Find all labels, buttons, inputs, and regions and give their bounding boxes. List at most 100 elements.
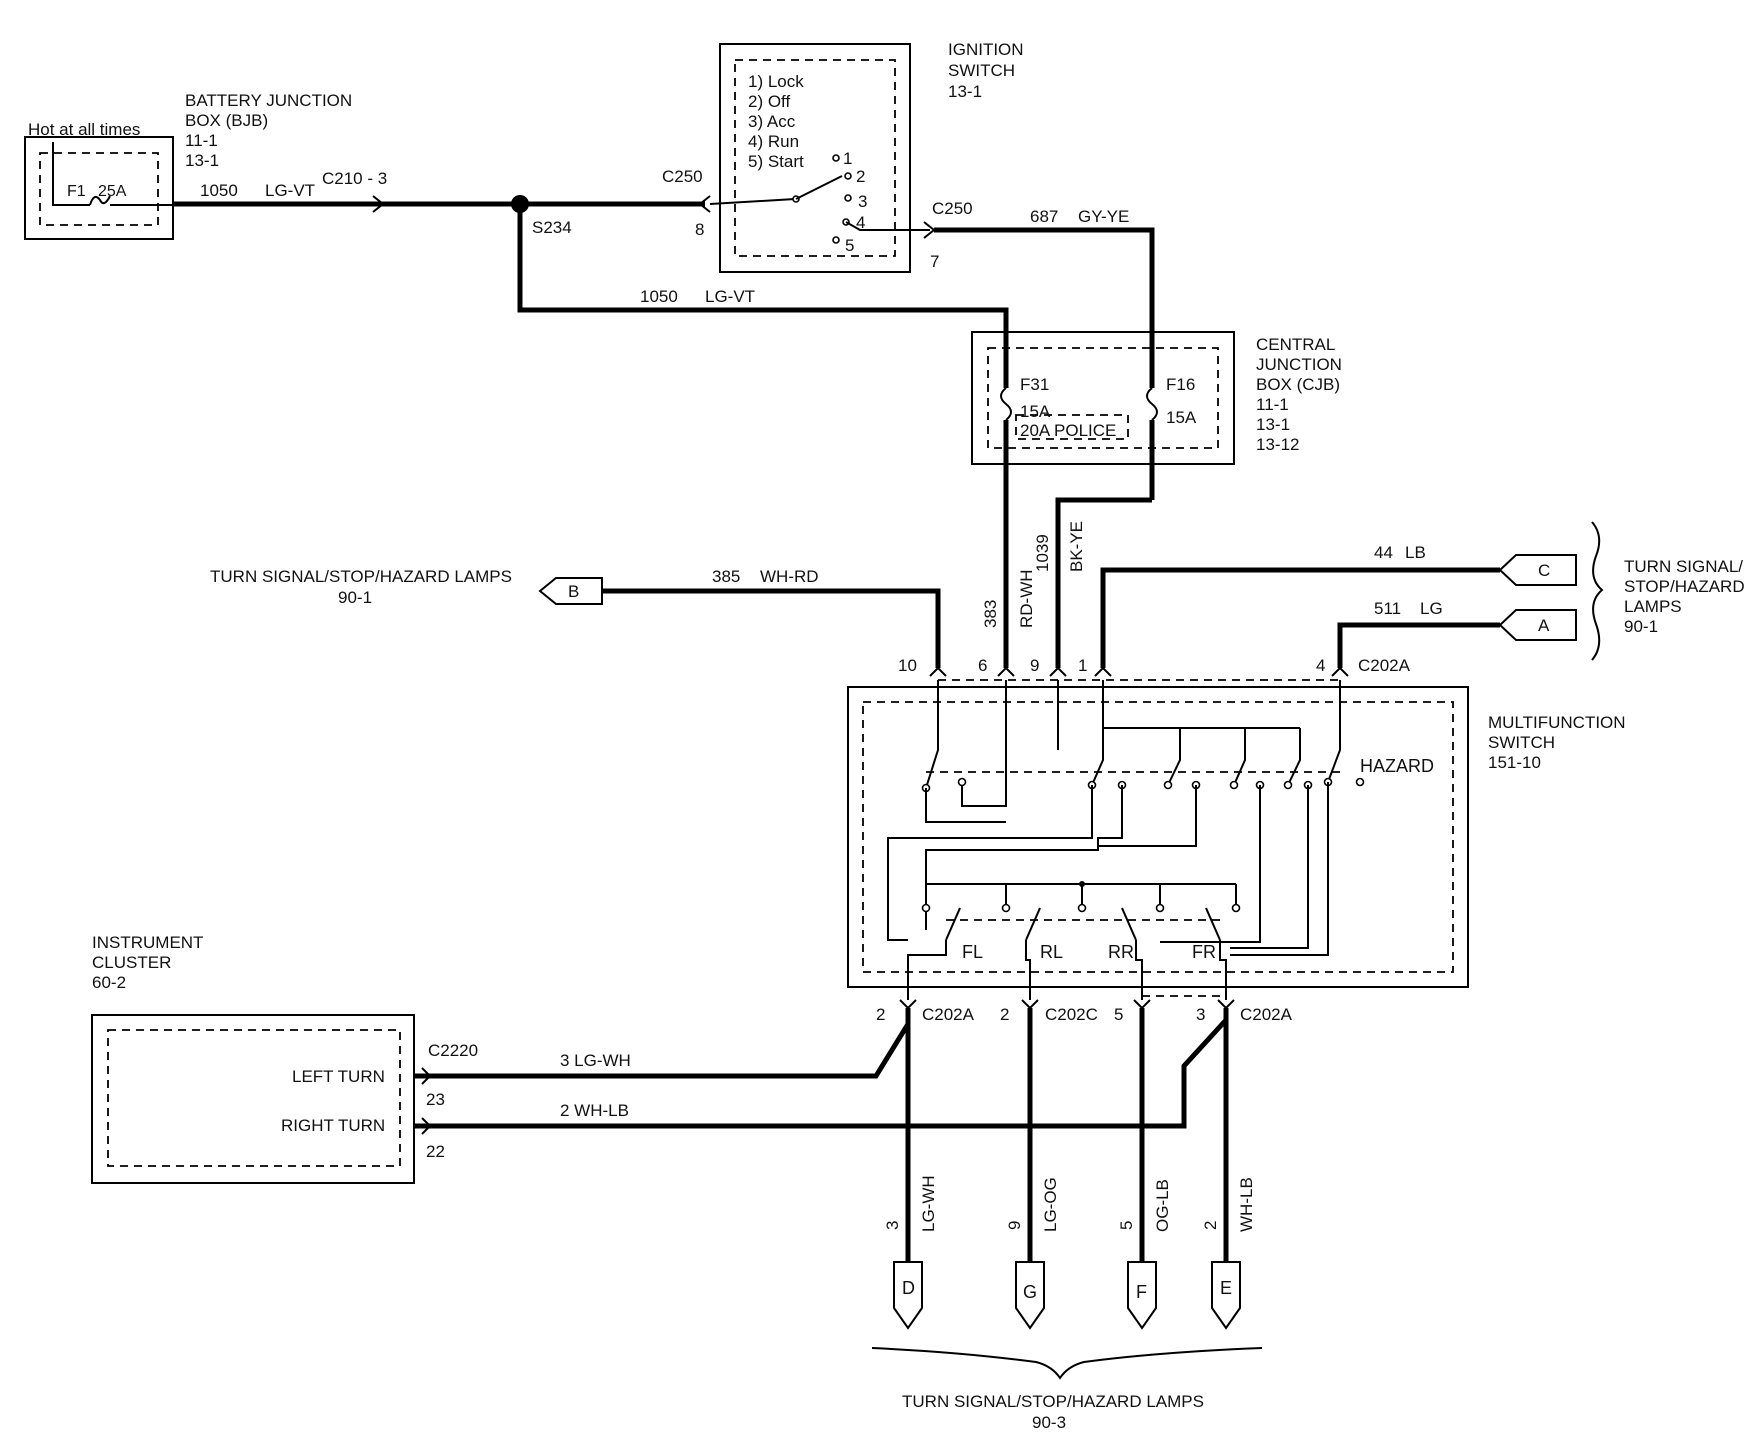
ignition-internal-feed [709,198,796,205]
ignition-outline [719,43,911,273]
mfs-inner-outline [862,701,1454,973]
connector-c210-label: C210 - 3 [322,169,387,188]
mfs-bottom-connectors: 2 C202A 2 C202C 5 3 C202A [876,995,1293,1024]
central-junction-box: F31 15A 20A POLICE F16 15A CENTRAL JUNCT… [971,331,1342,500]
wire-1050-lower-path [517,204,1009,375]
offpage-connector-d [893,1261,923,1330]
wire-g-color-label: LG-OG [1041,1177,1060,1232]
cluster-wires: 3 LG-WH 2 WH-LB [414,1018,1228,1129]
wire-e-color-label: WH-LB [1237,1177,1256,1232]
mfs-contact-g [1229,780,1239,790]
mfs-title-line1: MULTIFUNCTION [1488,713,1626,732]
connector-c202a-top-label: C202A [1358,656,1411,675]
mfs-ref: 151-10 [1488,753,1541,772]
ignition-inner-outline [734,59,896,257]
ignition-pos-acc: 3) Acc [748,112,796,131]
mfs-contact-i [1283,780,1293,790]
mfs-pin10-blade [925,680,939,789]
cluster-left-turn-label: LEFT TURN [292,1067,385,1086]
wire-44-lb [1100,567,1500,668]
fuse-f31-name: F31 [1020,375,1049,394]
mfs-contact-e [1163,780,1173,790]
wire-1039-bk-ye [1055,497,1152,668]
wires-bottom-outputs: 3 LG-WH 9 LG-OG 5 OG-LB 2 WH-LB [883,1008,1256,1262]
pin-9-label: 9 [1030,656,1039,675]
hazard-blade-1 [1091,728,1104,786]
cjb-ref1: 11-1 [1256,395,1289,414]
fuse-f1-name: F1 [67,183,86,200]
cjb-title-line3: BOX (CJB) [1256,375,1340,394]
ignition-contact-5 [832,236,840,244]
ignition-contact-2-label: 2 [856,167,865,186]
hazard-blade-4 [1287,728,1301,786]
mfs-route-a [925,788,1006,823]
offpage-connector-g [1015,1261,1045,1330]
cjb-outline [971,331,1235,465]
cluster-pin-23-label: 23 [426,1090,445,1109]
wires-right-group: C A 44 LB 511 LG TURN SIGNAL/ STOP/HAZAR… [1100,521,1745,668]
ignition-title-line2: SWITCH [948,61,1015,80]
bjb-title-line2: BOX (BJB) [185,111,268,130]
lower-bus-junction [1079,881,1085,887]
wire-f-color-label: OG-LB [1153,1179,1172,1232]
rr-output [1135,940,1143,1000]
fuse-f16-icon [1146,387,1158,421]
multifunction-switch: HAZARD FL RL RR FR MULTIFUNCTI [847,680,1626,1000]
instrument-cluster: LEFT TURN RIGHT TURN INSTRUMENT CLUSTER … [91,933,478,1184]
ignition-contact-1 [832,154,840,162]
right-group-brace [1591,521,1604,661]
offpage-connector-e-label: E [1220,1278,1232,1298]
bottom-pin-f-icon [1133,999,1151,1010]
offpage-connector-a [1498,609,1577,641]
connector-c2220-label: C2220 [428,1041,478,1060]
bottom-group-ref: 90-3 [1032,1413,1066,1432]
offpage-connector-e [1211,1261,1241,1330]
wire-d-color-label: LG-WH [919,1175,938,1232]
wire-1039-circuit-label: 1039 [1033,534,1052,572]
section-fl-label: FL [962,942,983,962]
fuse-f1-icon [89,195,111,206]
fuse-f1-rating: 25A [98,183,127,200]
wires-cjb-to-mfs: 383 RD-WH 1039 BK-YE [981,497,1152,668]
bottom-pin-e-number: 3 [1196,1005,1205,1024]
connector-c250-in-label: C250 [662,167,703,186]
ignition-contact-3-label: 3 [858,192,867,211]
offpage-connector-b [538,577,603,605]
ignition-ref: 13-1 [948,82,982,101]
wire-385-wh-rd [602,588,941,668]
ignition-contact-3 [844,194,852,202]
cluster-title-line1: INSTRUMENT [92,933,203,952]
connector-c250-in-pin: 8 [695,220,704,239]
bottom-group-brace [871,1347,1263,1380]
wire-1050-lower-circuit: 1050 [640,287,678,306]
right-group-title-line1: TURN SIGNAL/ [1624,557,1743,576]
section-fr-label: FR [1192,942,1216,962]
ignition-contact-2 [844,172,852,180]
ignition-switch: 1) Lock 2) Off 3) Acc 4) Run 5) Start 1 … [709,40,1024,273]
section-rr-label: RR [1108,942,1134,962]
fuse-f16-rating: 15A [1166,408,1197,427]
wire-f-circuit-label: 5 [1117,1221,1136,1230]
wire-44-circuit-label: 44 [1374,543,1393,562]
wire-3-lg-wh [430,1022,911,1079]
bjb-outline [24,136,174,240]
cluster-right-turn-label: RIGHT TURN [281,1116,385,1135]
wire-385-color-label: WH-RD [760,567,819,586]
wire-687-circuit-label: 687 [1030,207,1058,226]
left-group-title: TURN SIGNAL/STOP/HAZARD LAMPS [210,567,512,586]
splice-s234: S234 [511,195,572,237]
ignition-pos-start: 5) Start [748,152,804,171]
pin-9-icon [1049,666,1067,677]
wire-1039-color-label: BK-YE [1067,521,1086,572]
lower-contact-3 [1077,903,1087,913]
ignition-pos-lock: 1) Lock [748,72,804,91]
offpage-connector-c-label: C [1538,561,1550,580]
pin-10-label: 10 [898,656,917,675]
bjb-ref2: 13-1 [185,151,219,170]
lower-contact-2 [1001,903,1011,913]
connector-c210-icon [372,195,385,213]
bottom-pin-f-number: 5 [1114,1005,1123,1024]
lower-contact-4 [1155,903,1165,913]
cjb-title-line2: JUNCTION [1256,355,1342,374]
offpage-connector-f [1127,1261,1157,1330]
